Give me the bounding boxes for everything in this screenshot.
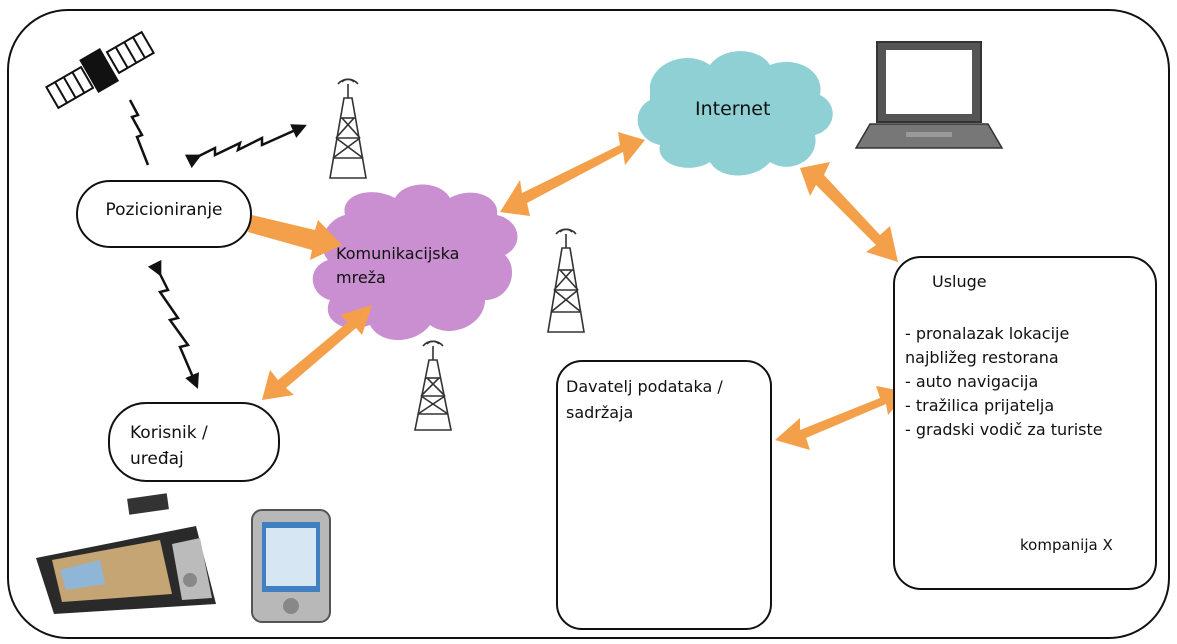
arrow-internet-services: [800, 162, 898, 262]
services-item: - gradski vodič za turiste: [905, 420, 1103, 439]
network-label-line2: mreža: [336, 268, 386, 287]
positioning-label: Pozicioniranje: [105, 200, 223, 220]
arrow-network-internet: [500, 132, 645, 216]
user-label-line1: Korisnik /: [130, 423, 208, 443]
internet-label: Internet: [695, 98, 771, 120]
network-cloud: [312, 184, 518, 340]
user-node: [108, 402, 280, 482]
radio-tower-icon: [414, 340, 452, 431]
services-title: Usluge: [932, 272, 987, 291]
positioning-node: [76, 180, 252, 248]
provider-label-line2: sadržaja: [566, 403, 634, 422]
provider-node: [556, 360, 772, 630]
arrow-positioning-network: [248, 215, 342, 260]
internet-cloud: [637, 51, 833, 176]
network-label-line1: Komunikacijska: [336, 244, 460, 263]
user-label-line2: uređaj: [130, 449, 184, 469]
lightning-signal-icon: [128, 99, 307, 389]
arrow-user-network: [262, 305, 372, 400]
services-item: - pronalazak lokacije: [905, 324, 1070, 343]
network-label: Komunikacijska mreža: [336, 242, 459, 290]
provider-label-line1: Davatelj podataka /: [566, 377, 723, 396]
services-list: - pronalazak lokacije najbližeg restoran…: [905, 322, 1103, 442]
pda-icon: [251, 509, 331, 623]
arrows: [248, 132, 908, 450]
provider-label: Davatelj podataka / sadržaja: [566, 374, 723, 426]
services-item: najbližeg restorana: [905, 348, 1059, 367]
radio-tower-icon: [329, 78, 367, 179]
arrow-provider-services: [775, 386, 908, 450]
radio-tower-icon: [547, 228, 585, 333]
satellite-icon: [45, 30, 155, 110]
user-label: Korisnik / uređaj: [130, 420, 208, 472]
laptop-icon: [854, 41, 1004, 149]
services-node: [893, 256, 1157, 590]
services-item: - auto navigacija: [905, 372, 1039, 391]
services-item: - tražilica prijatelja: [905, 396, 1055, 415]
company-label: kompanija X: [1020, 536, 1113, 554]
gps-navigator-icon: [36, 493, 216, 614]
